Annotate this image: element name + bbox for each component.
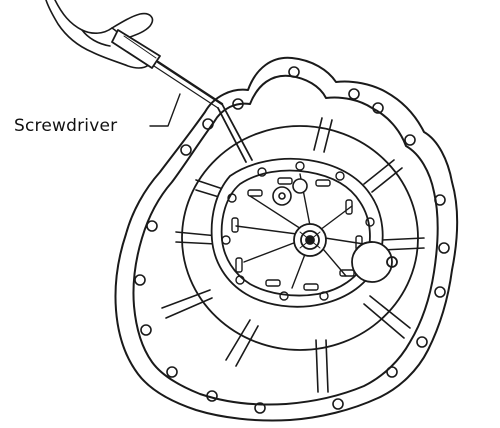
plate-bosses: [272, 178, 308, 206]
output-shaft: [293, 223, 327, 257]
screwdriver-label: Screwdriver: [14, 116, 118, 136]
flange-bolt-holes: [134, 66, 450, 414]
screwdriver-drawing: [111, 29, 224, 109]
label-leader-line: [149, 93, 181, 127]
case-outline: [114, 56, 459, 422]
side-boss: [351, 241, 398, 283]
screwdriver-tip: [217, 103, 253, 163]
